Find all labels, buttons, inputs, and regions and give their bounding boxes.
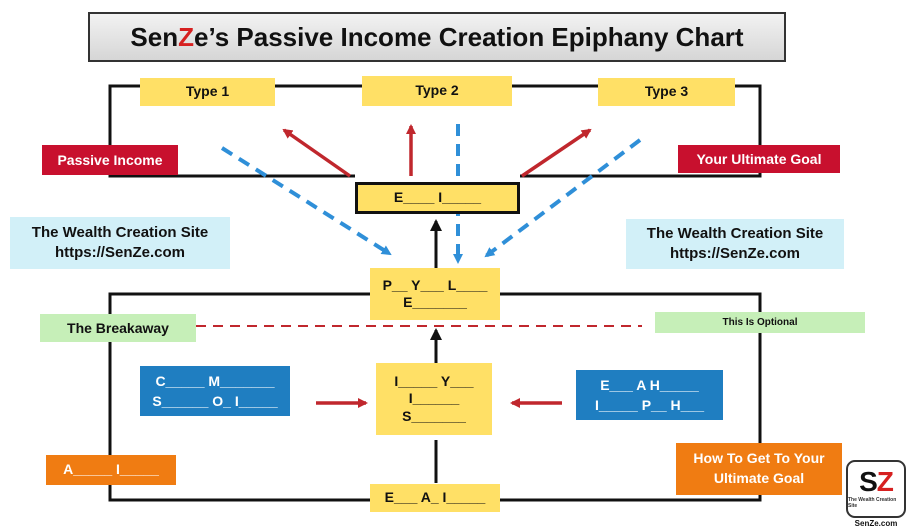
- pyl-line-2: E_______: [403, 294, 467, 310]
- type-2-label: Type 2: [415, 82, 459, 99]
- breakaway-box: The Breakaway: [40, 314, 196, 342]
- top-frame: [108, 84, 762, 178]
- logo-url: SenZe.com: [854, 519, 898, 528]
- arrow-to-type-3: [521, 128, 592, 178]
- wealth-site-left-url: https://SenZe.com: [54, 244, 185, 261]
- passive-income-box: Passive Income: [42, 145, 178, 175]
- logo-s: S: [859, 466, 878, 497]
- passive-income-label: Passive Income: [57, 152, 163, 168]
- wealth-site-left: The Wealth Creation Site https://SenZe.c…: [10, 217, 230, 269]
- title-z: Z: [178, 21, 194, 52]
- center-line-1: I_____ Y___: [394, 372, 474, 389]
- pyl-line-1: P__ Y___ L____: [382, 276, 488, 293]
- optional-label: This Is Optional: [722, 317, 798, 328]
- arrow-to-type-1: [282, 128, 352, 178]
- right-blue-box: E___ A H_____ I_____ P__ H___: [576, 370, 723, 420]
- pyl-box: P__ Y___ L____ E_______: [370, 268, 500, 320]
- wealth-site-right: The Wealth Creation Site https://SenZe.c…: [626, 219, 844, 269]
- top-center-label: E____ I_____: [393, 189, 482, 206]
- bottom-center-label: E___ A_ I_____: [384, 489, 486, 506]
- how-to-line-2: Ultimate Goal: [713, 470, 805, 486]
- type-3-label: Type 3: [644, 83, 689, 100]
- type-1-box: Type 1: [140, 78, 275, 106]
- left-blue-line-1: C_____ M_______: [155, 372, 275, 389]
- right-blue-line-1: E___ A H_____: [600, 376, 699, 393]
- left-orange-label: A_____ I_____: [63, 461, 159, 478]
- left-blue-line-2: S______ O_ I_____: [152, 393, 278, 409]
- center-box: I_____ Y___ I______ S_______: [376, 363, 492, 435]
- wealth-site-right-name: The Wealth Creation Site: [646, 224, 824, 242]
- logo-tagline: The Wealth Creation Site: [848, 497, 897, 509]
- ultimate-goal-label: Your Ultimate Goal: [696, 151, 822, 167]
- type-2-box: Type 2: [362, 76, 512, 106]
- ultimate-goal-box: Your Ultimate Goal: [678, 145, 840, 173]
- wealth-site-right-url: https://SenZe.com: [669, 245, 800, 262]
- center-line-2: I______: [408, 390, 460, 407]
- right-blue-line-2: I_____ P__ H___: [595, 397, 704, 413]
- title-prefix: Sen: [130, 21, 179, 52]
- senze-logo: SZ The Wealth Creation Site: [846, 460, 906, 518]
- top-center-box: E____ I_____: [355, 182, 520, 214]
- breakaway-label: The Breakaway: [67, 320, 169, 336]
- left-blue-box: C_____ M_______ S______ O_ I_____: [140, 366, 290, 416]
- center-line-3: S_______: [402, 407, 466, 424]
- optional-box: This Is Optional: [655, 312, 865, 333]
- title-suffix: e’s Passive Income Creation Epiphany Cha…: [194, 21, 744, 52]
- wealth-site-left-name: The Wealth Creation Site: [31, 223, 209, 241]
- type-1-label: Type 1: [185, 83, 230, 100]
- how-to-box: How To Get To Your Ultimate Goal: [676, 443, 842, 495]
- bottom-frame: [108, 292, 762, 502]
- bottom-center-box: E___ A_ I_____: [370, 484, 500, 512]
- how-to-line-1: How To Get To Your: [693, 450, 825, 467]
- type-3-box: Type 3: [598, 78, 735, 106]
- logo-mark: SZ: [859, 466, 894, 497]
- left-orange-box: A_____ I_____: [46, 455, 176, 485]
- logo-z: Z: [876, 466, 894, 497]
